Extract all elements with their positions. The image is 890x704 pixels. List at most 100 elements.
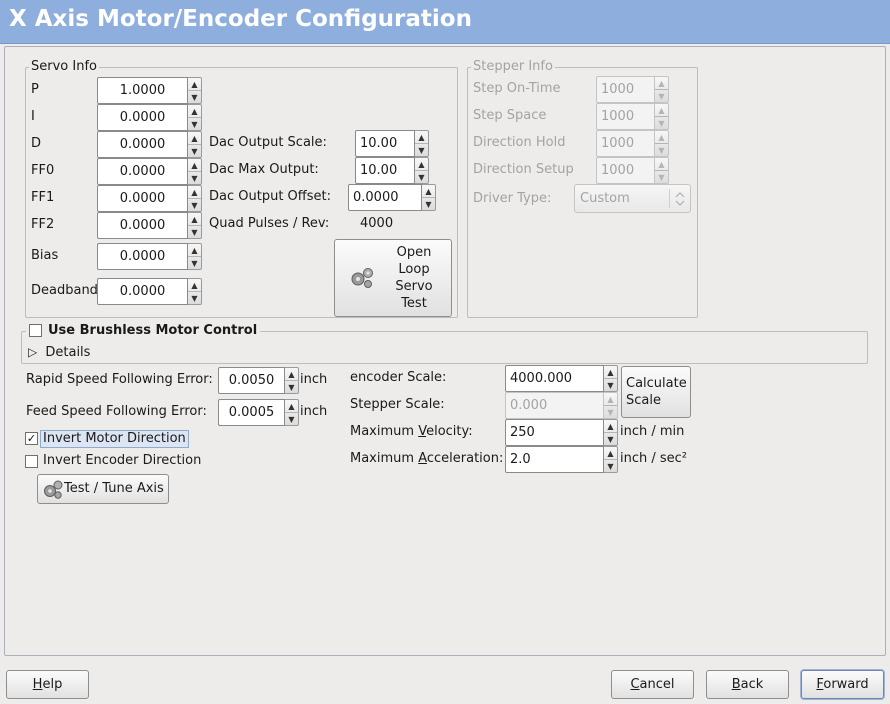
pid-spin-4[interactable]: 0.0000▲▼: [97, 185, 202, 212]
spin-buttons[interactable]: ▲▼: [188, 212, 202, 239]
spin-buttons[interactable]: ▲▼: [188, 131, 202, 158]
spin-buttons[interactable]: ▲▼: [604, 446, 618, 473]
pid-field-0[interactable]: 1.0000: [97, 77, 188, 104]
spin-buttons[interactable]: ▲▼: [604, 365, 618, 392]
spin-down-icon[interactable]: ▼: [607, 462, 614, 471]
help-button[interactable]: Help: [6, 670, 89, 699]
spin-up-icon[interactable]: ▲: [415, 158, 428, 171]
test-tune-axis-button[interactable]: Test / Tune Axis: [37, 474, 169, 504]
details-label[interactable]: Details: [45, 345, 91, 360]
details-expander[interactable]: ▷ Details: [28, 344, 90, 361]
pid-spin-0[interactable]: 1.0000▲▼: [97, 77, 202, 104]
spin-buttons[interactable]: ▲▼: [415, 157, 429, 184]
spin-down-icon[interactable]: ▼: [191, 228, 198, 237]
spin-up-icon[interactable]: ▲: [604, 366, 617, 379]
pid-field-7[interactable]: 0.0000: [97, 278, 188, 305]
spin-up-icon[interactable]: ▲: [422, 185, 435, 198]
dac-output-offset-field[interactable]: 0.0000: [348, 184, 422, 211]
feed-following-error-label: Feed Speed Following Error:: [26, 404, 207, 419]
invert-motor-row[interactable]: ✓ Invert Motor Direction: [24, 429, 189, 449]
spin-buttons[interactable]: ▲▼: [604, 419, 618, 446]
spin-buttons[interactable]: ▲▼: [188, 185, 202, 212]
spin-up-icon[interactable]: ▲: [188, 186, 201, 199]
spin-up-icon[interactable]: ▲: [415, 131, 428, 144]
encoder-scale-field[interactable]: 4000.000: [505, 365, 604, 392]
spin-down-icon[interactable]: ▼: [607, 381, 614, 390]
spin-up-icon[interactable]: ▲: [188, 78, 201, 91]
spin-buttons[interactable]: ▲▼: [285, 367, 299, 394]
pid-spin-3[interactable]: 0.0000▲▼: [97, 158, 202, 185]
spin-up-icon[interactable]: ▲: [188, 213, 201, 226]
spin-up-icon[interactable]: ▲: [604, 420, 617, 433]
pid-spin-6[interactable]: 0.0000▲▼: [97, 243, 202, 270]
maximum-velocity-post: elocity:: [426, 424, 473, 439]
encoder-scale-spin[interactable]: 4000.000 ▲▼: [505, 365, 618, 392]
spin-buttons[interactable]: ▲▼: [188, 158, 202, 185]
maximum-velocity-spin[interactable]: 250 ▲▼: [505, 419, 618, 446]
invert-encoder-row[interactable]: Invert Encoder Direction: [24, 452, 214, 472]
spin-up-icon[interactable]: ▲: [188, 132, 201, 145]
spin-buttons[interactable]: ▲▼: [188, 104, 202, 131]
spin-up-icon[interactable]: ▲: [188, 159, 201, 172]
pid-spin-1[interactable]: 0.0000▲▼: [97, 104, 202, 131]
spin-up-icon[interactable]: ▲: [188, 279, 201, 292]
invert-encoder-label[interactable]: Invert Encoder Direction: [43, 453, 202, 468]
spin-buttons[interactable]: ▲▼: [415, 130, 429, 157]
spin-down-icon[interactable]: ▼: [418, 173, 425, 182]
spin-up-icon[interactable]: ▲: [285, 368, 298, 381]
dac-output-offset-spin[interactable]: 0.0000 ▲▼: [348, 184, 436, 211]
rapid-following-error-spin[interactable]: 0.0050 ▲▼: [218, 367, 299, 394]
pid-field-4[interactable]: 0.0000: [97, 185, 188, 212]
invert-encoder-checkbox[interactable]: [25, 455, 38, 468]
spin-buttons[interactable]: ▲▼: [285, 399, 299, 426]
spin-up-icon[interactable]: ▲: [604, 447, 617, 460]
spin-down-icon[interactable]: ▼: [191, 174, 198, 183]
dac-max-output-field[interactable]: 10.00: [355, 157, 415, 184]
spin-down-icon[interactable]: ▼: [191, 259, 198, 268]
spin-buttons[interactable]: ▲▼: [422, 184, 436, 211]
spin-up-icon[interactable]: ▲: [188, 105, 201, 118]
invert-motor-checkbox[interactable]: ✓: [25, 432, 38, 445]
calculate-scale-button[interactable]: Calculate Scale: [621, 366, 691, 418]
pid-field-1[interactable]: 0.0000: [97, 104, 188, 131]
maximum-velocity-field[interactable]: 250: [505, 419, 604, 446]
pid-field-6[interactable]: 0.0000: [97, 243, 188, 270]
feed-following-error-spin[interactable]: 0.0005 ▲▼: [218, 399, 299, 426]
maximum-acceleration-field[interactable]: 2.0: [505, 446, 604, 473]
rapid-following-error-field[interactable]: 0.0050: [218, 367, 285, 394]
spin-down-icon[interactable]: ▼: [191, 120, 198, 129]
spin-down-icon[interactable]: ▼: [191, 201, 198, 210]
spin-up-icon[interactable]: ▲: [188, 244, 201, 257]
spin-buttons[interactable]: ▲▼: [188, 278, 202, 305]
dac-output-scale-field[interactable]: 10.00: [355, 130, 415, 157]
spin-down-icon[interactable]: ▼: [607, 435, 614, 444]
spin-buttons[interactable]: ▲▼: [188, 243, 202, 270]
dac-output-scale-spin[interactable]: 10.00 ▲▼: [355, 130, 429, 157]
pid-spin-2[interactable]: 0.0000▲▼: [97, 131, 202, 158]
brushless-checkbox[interactable]: [29, 324, 42, 337]
maximum-acceleration-spin[interactable]: 2.0 ▲▼: [505, 446, 618, 473]
pid-spin-7[interactable]: 0.0000▲▼: [97, 278, 202, 305]
cancel-button[interactable]: Cancel: [611, 670, 694, 699]
pid-spin-5[interactable]: 0.0000▲▼: [97, 212, 202, 239]
pid-field-2[interactable]: 0.0000: [97, 131, 188, 158]
pid-field-5[interactable]: 0.0000: [97, 212, 188, 239]
spin-buttons[interactable]: ▲▼: [188, 77, 202, 104]
dac-max-output-spin[interactable]: 10.00 ▲▼: [355, 157, 429, 184]
spin-down-icon[interactable]: ▼: [418, 146, 425, 155]
spin-down-icon[interactable]: ▼: [191, 294, 198, 303]
pid-field-3[interactable]: 0.0000: [97, 158, 188, 185]
feed-following-error-field[interactable]: 0.0005: [218, 399, 285, 426]
spin-down-icon[interactable]: ▼: [191, 147, 198, 156]
back-button[interactable]: Back: [706, 670, 789, 699]
open-loop-servo-test-button[interactable]: Open Loop Servo Test: [334, 239, 452, 317]
spin-down-icon[interactable]: ▼: [425, 200, 432, 209]
spin-up-icon[interactable]: ▲: [285, 400, 298, 413]
spin-down-icon[interactable]: ▼: [288, 415, 295, 424]
brushless-label[interactable]: Use Brushless Motor Control: [48, 323, 258, 338]
forward-button[interactable]: Forward: [801, 670, 884, 699]
invert-motor-label[interactable]: Invert Motor Direction: [40, 430, 189, 448]
spin-down-icon[interactable]: ▼: [191, 93, 198, 102]
expander-triangle-icon[interactable]: ▷: [28, 345, 38, 359]
spin-down-icon[interactable]: ▼: [288, 383, 295, 392]
